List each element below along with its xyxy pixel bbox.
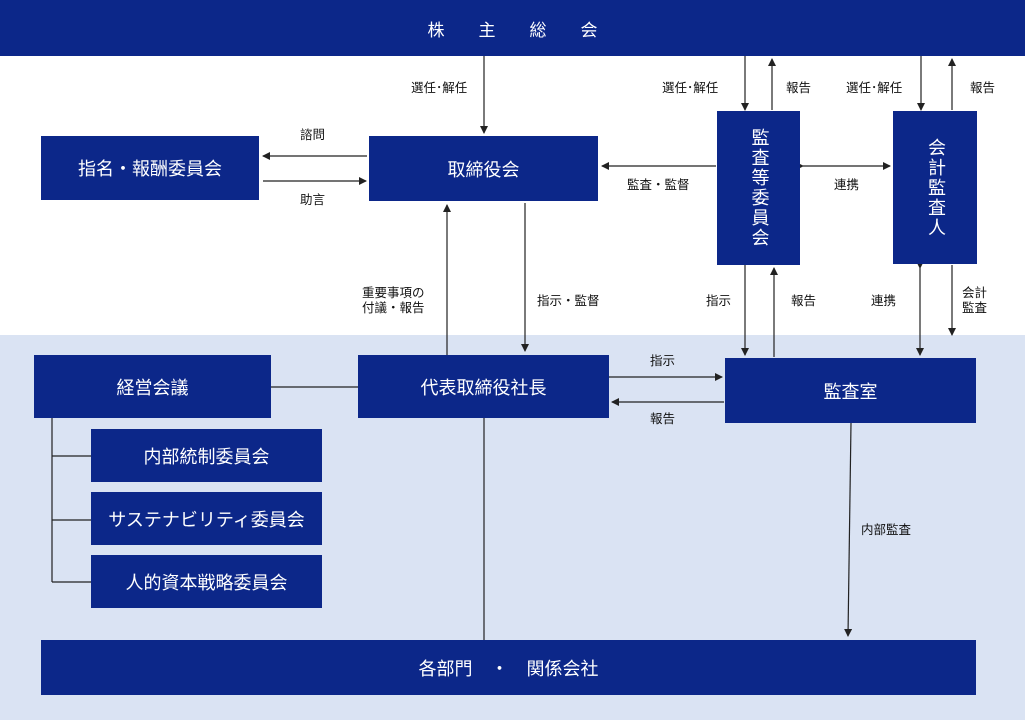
- label-elect-dismiss-audit: 選任･解任: [662, 80, 719, 95]
- label-report-audit-to-meeting: 報告: [786, 80, 812, 95]
- label-internal-audit: 内部監査: [861, 522, 912, 537]
- nomination-committee-label: 指名・報酬委員会: [78, 159, 222, 180]
- audit-office-box: 監査室: [725, 358, 976, 423]
- label-elect-dismiss-board: 選任･解任: [411, 80, 468, 95]
- arrow-internal-audit: [844, 422, 853, 637]
- nomination-committee-box: 指名・報酬委員会: [41, 136, 259, 200]
- label-inquiry: 諮問: [300, 127, 326, 142]
- president-box: 代表取締役社長: [358, 355, 609, 418]
- label-audit-supervise-board: 監査・監督: [627, 177, 690, 192]
- sustainability-committee-label: サステナビリティ委員会: [108, 509, 305, 531]
- shareholders-meeting-box: 株 主 総 会: [0, 0, 1025, 56]
- label-report-audit-office: 報告: [791, 293, 817, 308]
- board-label: 取締役会: [447, 159, 520, 181]
- label-report-auditor-to-meeting: 報告: [970, 80, 996, 95]
- internal-control-committee-box: 内部統制委員会: [91, 429, 322, 482]
- audit-committee-label: 監査等委員会: [748, 128, 770, 248]
- label-cooperation-bottom: 連携: [871, 293, 897, 308]
- accounting-auditor-label: 会計監査人: [925, 137, 946, 238]
- label-accounting-audit: 会計 監査: [962, 285, 988, 315]
- departments-label: 各部門 ・ 関係会社: [418, 658, 599, 680]
- label-advice: 助言: [300, 192, 326, 207]
- label-instruct-president: 指示: [650, 353, 676, 368]
- audit-office-label: 監査室: [823, 381, 878, 403]
- departments-box: 各部門 ・ 関係会社: [41, 640, 976, 695]
- audit-committee-box: 監査等委員会: [717, 111, 800, 265]
- human-capital-committee-box: 人的資本戦略委員会: [91, 555, 322, 608]
- accounting-auditor-box: 会計監査人: [893, 111, 977, 264]
- label-instruct-audit-office: 指示: [706, 293, 732, 308]
- label-important-matters: 重要事項の 付議・報告: [362, 285, 425, 315]
- label-elect-dismiss-auditor: 選任･解任: [846, 80, 903, 95]
- label-cooperation-top: 連携: [834, 177, 860, 192]
- human-capital-committee-label: 人的資本戦略委員会: [125, 572, 288, 594]
- management-meeting-label: 経営会議: [116, 377, 189, 399]
- president-label: 代表取締役社長: [420, 377, 547, 399]
- label-report-president: 報告: [650, 411, 676, 426]
- board-box: 取締役会: [369, 136, 598, 201]
- sustainability-committee-box: サステナビリティ委員会: [91, 492, 322, 545]
- label-instruct-supervise: 指示・監督: [537, 293, 600, 308]
- management-meeting-box: 経営会議: [34, 355, 271, 418]
- shareholders-meeting-label: 株 主 総 会: [427, 20, 598, 41]
- internal-control-committee-label: 内部統制委員会: [143, 446, 270, 468]
